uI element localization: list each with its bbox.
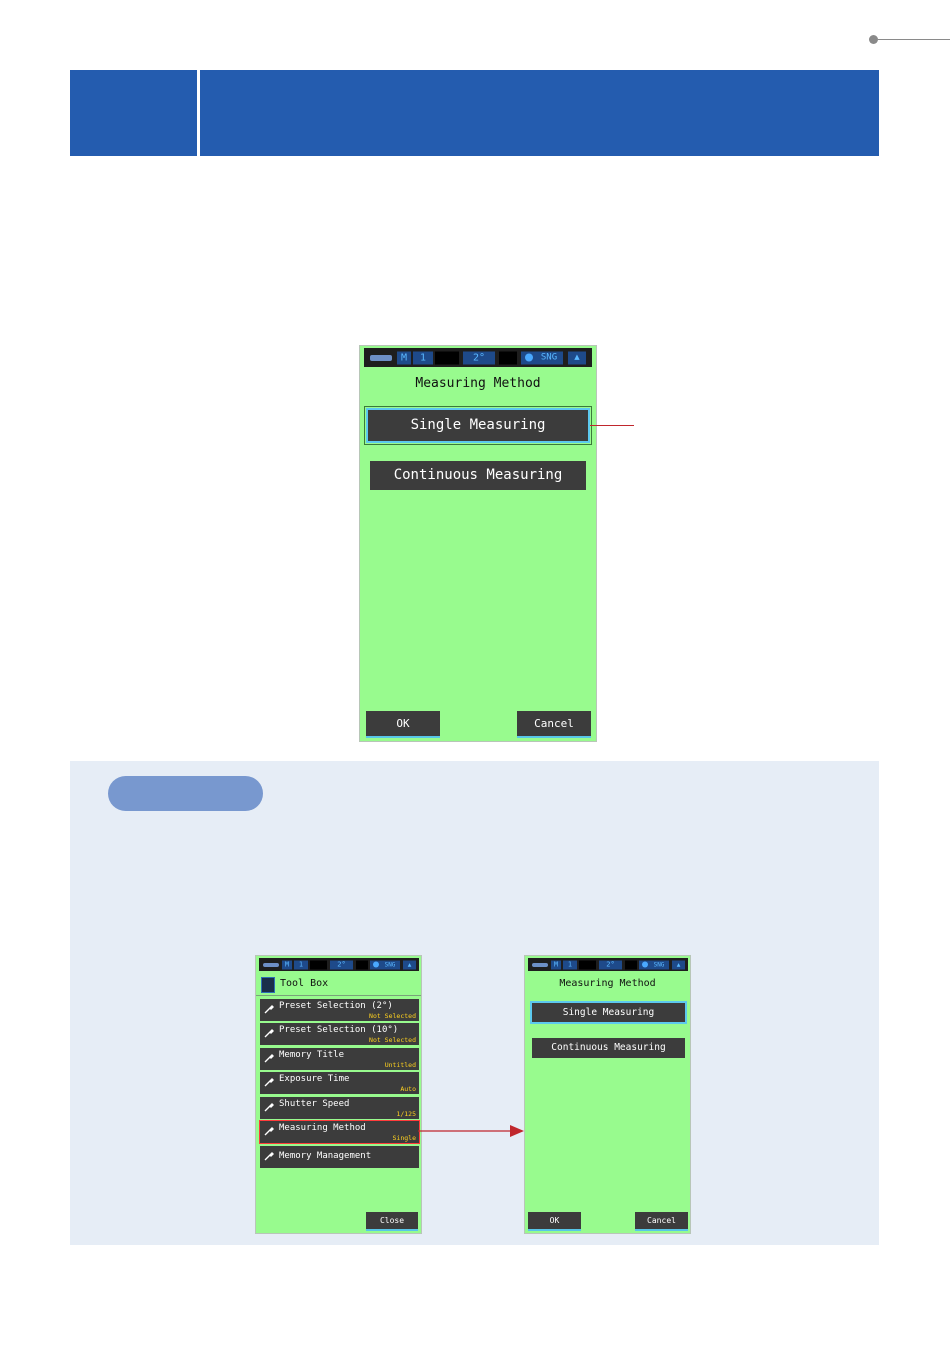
toolbox-item-preset-10[interactable]: Preset Selection (10°) Not Selected [260, 1023, 419, 1045]
toolbox-item-label: Memory Title [279, 1050, 345, 1060]
status-bar: M 1 2° SNG ▲ [259, 958, 419, 971]
page-corner-rule [878, 39, 950, 40]
single-measuring-button[interactable]: Single Measuring [530, 1001, 687, 1024]
measure-led-icon [642, 961, 648, 968]
battery-icon [370, 354, 392, 361]
toolbox-item-label: Preset Selection (2°) [279, 1001, 393, 1011]
battery-icon [263, 962, 279, 967]
wrench-icon [264, 1078, 274, 1087]
toolbox-icon [261, 977, 275, 993]
memory-number: 1 [294, 960, 308, 969]
toolbox-item-memory-title[interactable]: Memory Title Untitled [260, 1048, 419, 1070]
ok-button[interactable]: OK [366, 711, 440, 738]
toolbox-item-label: Measuring Method [279, 1123, 366, 1133]
toolbox-item-value: Not Selected [369, 1012, 416, 1020]
empty-slot [499, 351, 517, 364]
toolbox-item-preset-2[interactable]: Preset Selection (2°) Not Selected [260, 999, 419, 1021]
mode-indicator: SNG [370, 960, 400, 969]
status-bar: M 1 2° SNG ▲ [528, 958, 688, 971]
empty-slot [435, 351, 459, 364]
mode-indicator: SNG [639, 960, 669, 969]
screen-title: Measuring Method [559, 978, 656, 989]
note-panel [70, 761, 879, 1245]
single-measuring-button[interactable]: Single Measuring [364, 406, 592, 445]
measure-led-icon [373, 961, 379, 968]
title-divider [256, 995, 421, 996]
wrench-icon [264, 1152, 274, 1161]
memory-number: 1 [413, 351, 433, 364]
screen-title: Measuring Method [415, 376, 541, 391]
toolbox-title: Tool Box [280, 978, 329, 989]
close-button[interactable]: Close [366, 1212, 418, 1231]
viewing-angle-indicator: 2° [463, 351, 495, 364]
continuous-measuring-button[interactable]: Continuous Measuring [532, 1038, 685, 1058]
page-corner-dot [869, 35, 878, 44]
memory-number: 1 [563, 960, 577, 969]
lock-icon: ▲ [672, 960, 685, 969]
wrench-icon [264, 1029, 274, 1038]
mode-indicator: SNG [521, 351, 563, 364]
cancel-button[interactable]: Cancel [517, 711, 591, 738]
cancel-button[interactable]: Cancel [635, 1212, 688, 1231]
note-label-pill [108, 776, 263, 811]
empty-slot [579, 960, 596, 969]
toolbox-item-value: Not Selected [369, 1036, 416, 1044]
toolbox-item-value: Single [392, 1134, 416, 1142]
measuring-method-screen: M 1 2° SNG ▲ Measuring Method Single Mea… [359, 345, 597, 742]
toolbox-screen: M 1 2° SNG ▲ Tool Box Preset Selection (… [255, 955, 422, 1234]
toolbox-item-label: Exposure Time [279, 1074, 350, 1084]
toolbox-item-label: Shutter Speed [279, 1099, 350, 1109]
empty-slot [625, 960, 637, 969]
toolbox-item-value: Auto [400, 1085, 416, 1093]
memory-indicator: M [551, 960, 561, 969]
transition-arrow-icon [418, 1125, 524, 1137]
toolbox-item-exposure-time[interactable]: Exposure Time Auto [260, 1072, 419, 1094]
toolbox-item-label: Memory Management [279, 1151, 372, 1161]
toolbox-item-value: Untitled [384, 1061, 416, 1069]
wrench-icon [264, 1054, 274, 1063]
memory-indicator: M [397, 351, 411, 364]
empty-slot [310, 960, 327, 969]
section-header-divider [197, 70, 200, 156]
toolbox-item-value: 1/125 [396, 1110, 416, 1118]
wrench-icon [264, 1127, 274, 1136]
section-header-band [70, 70, 879, 156]
toolbox-item-label: Preset Selection (10°) [279, 1025, 399, 1035]
status-bar: M 1 2° SNG ▲ [364, 348, 592, 367]
lock-icon: ▲ [568, 351, 586, 364]
ok-button[interactable]: OK [528, 1212, 581, 1231]
continuous-measuring-button[interactable]: Continuous Measuring [370, 461, 586, 490]
toolbox-item-memory-management[interactable]: Memory Management [260, 1146, 419, 1168]
viewing-angle-indicator: 2° [599, 960, 622, 969]
wrench-icon [264, 1005, 274, 1014]
measure-led-icon [525, 353, 533, 362]
toolbox-item-measuring-method[interactable]: Measuring Method Single [259, 1120, 420, 1144]
toolbox-item-shutter-speed[interactable]: Shutter Speed 1/125 [260, 1097, 419, 1119]
empty-slot [356, 960, 368, 969]
wrench-icon [264, 1103, 274, 1112]
memory-indicator: M [282, 960, 292, 969]
small-measuring-method-screen: M 1 2° SNG ▲ Measuring Method Single Mea… [524, 955, 691, 1234]
viewing-angle-indicator: 2° [330, 960, 353, 969]
battery-icon [532, 962, 548, 967]
callout-leader-line [590, 425, 634, 426]
lock-icon: ▲ [403, 960, 416, 969]
